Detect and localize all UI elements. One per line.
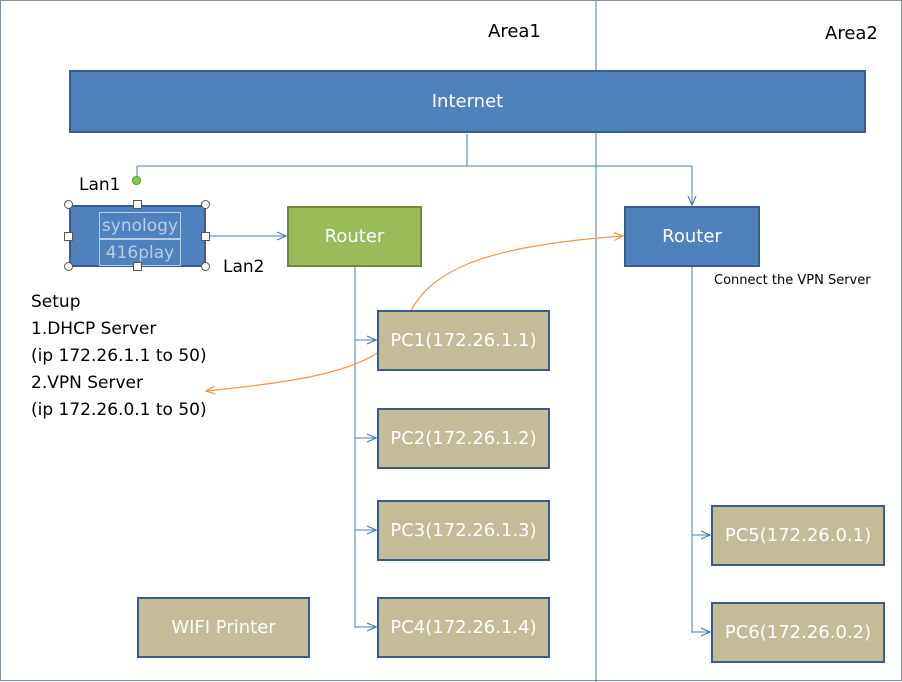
area1-router-box: Router: [287, 206, 422, 267]
setup-line-1: 1.DHCP Server: [31, 319, 157, 339]
vpn-note: Connect the VPN Server: [714, 273, 871, 288]
resize-handle-top[interactable]: [133, 200, 142, 209]
lan2-label: Lan2: [223, 257, 265, 277]
setup-notes: Setup 1.DHCP Server (ip 172.26.1.1 to 50…: [31, 289, 207, 424]
synology-nas-box[interactable]: synology 416play: [69, 205, 206, 267]
area2-label: Area2: [825, 23, 878, 44]
nas-name-line1: synology: [99, 212, 181, 239]
resize-handle-bottom[interactable]: [133, 262, 142, 271]
pc6-label: PC6(172.26.0.2): [724, 622, 872, 643]
setup-line-3: 2.VPN Server: [31, 373, 143, 393]
area2-router-box: Router: [624, 206, 760, 267]
internet-box: Internet: [69, 70, 866, 133]
resize-handle-bottom-right[interactable]: [201, 262, 210, 271]
resize-handle-right[interactable]: [201, 232, 210, 241]
setup-line-4: (ip 172.26.0.1 to 50): [31, 400, 207, 420]
resize-handle-left[interactable]: [64, 232, 73, 241]
lan1-label: Lan1: [79, 175, 121, 195]
wifi-printer-box: WIFI Printer: [137, 597, 310, 658]
pc5-label: PC5(172.26.0.1): [724, 525, 872, 546]
area1-label: Area1: [488, 21, 541, 42]
pc2-label: PC2(172.26.1.2): [390, 428, 537, 449]
setup-title: Setup: [31, 292, 81, 312]
pc5-box: PC5(172.26.0.1): [711, 505, 885, 566]
area2-router-label: Router: [662, 226, 722, 247]
pc2-box: PC2(172.26.1.2): [377, 408, 550, 469]
pc4-box: PC4(172.26.1.4): [377, 597, 550, 658]
setup-line-2: (ip 172.26.1.1 to 50): [31, 346, 207, 366]
internet-label: Internet: [431, 91, 504, 112]
resize-handle-top-right[interactable]: [201, 200, 210, 209]
rotate-handle[interactable]: [132, 176, 141, 185]
resize-handle-top-left[interactable]: [64, 200, 73, 209]
resize-handle-bottom-left[interactable]: [64, 262, 73, 271]
pc3-label: PC3(172.26.1.3): [390, 520, 537, 541]
pc4-label: PC4(172.26.1.4): [390, 617, 537, 638]
pc1-box: PC1(172.26.1.1): [377, 310, 550, 371]
pc3-box: PC3(172.26.1.3): [377, 500, 550, 561]
wifi-printer-label: WIFI Printer: [171, 617, 276, 638]
pc1-label: PC1(172.26.1.1): [390, 330, 537, 351]
pc6-box: PC6(172.26.0.2): [711, 602, 885, 663]
area1-router-label: Router: [324, 226, 385, 247]
